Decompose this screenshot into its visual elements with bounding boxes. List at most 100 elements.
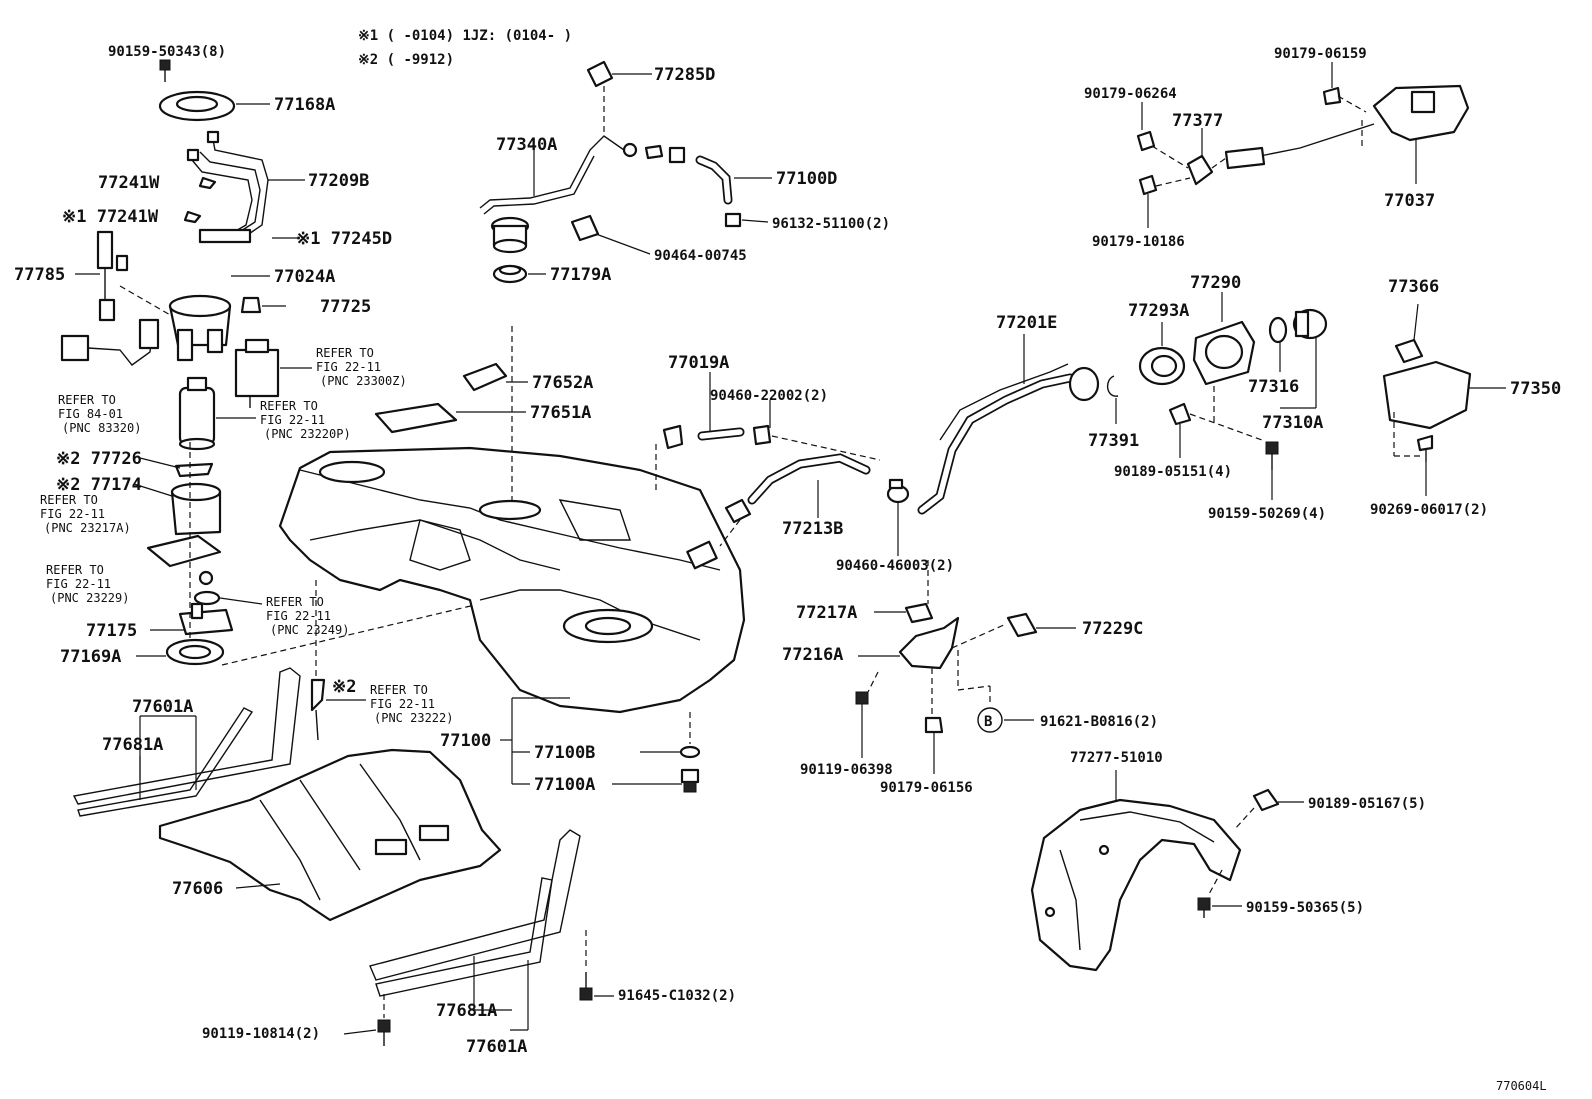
- svg-text:REFER TO: REFER TO: [316, 346, 374, 360]
- label-77100A: 77100A: [534, 775, 595, 795]
- svg-text:REFER TO: REFER TO: [40, 493, 98, 507]
- label-77209B: 77209B: [308, 171, 369, 191]
- label-90189-05167: 90189-05167(5): [1308, 796, 1426, 812]
- clip-77241W-1: [183, 210, 202, 224]
- clip-90189-05167: [1252, 788, 1280, 812]
- grommet-77725: [240, 296, 262, 314]
- svg-text:FIG 22-11: FIG 22-11: [266, 609, 331, 623]
- screw-90159-50365: [1197, 869, 1223, 918]
- clip-vent: [644, 144, 664, 160]
- pipe-assembly-77209B: [186, 130, 269, 244]
- sender-arm-23222: [310, 678, 326, 741]
- refer-note-83320: REFER TO FIG 84-01 (PNC 83320): [58, 393, 141, 435]
- pump-bracket-77024A: [168, 294, 232, 362]
- bolt-90179-10186: [1138, 174, 1158, 196]
- hose-77019A: [697, 427, 745, 441]
- bolt-91645-C1032: [579, 930, 593, 1001]
- nut-90179-06264: [1136, 130, 1156, 152]
- svg-text:FIG 84-01: FIG 84-01: [58, 407, 123, 421]
- label-77606: 77606: [172, 879, 223, 899]
- screw-90159-50269: [1265, 441, 1279, 470]
- part-23249: [193, 590, 221, 606]
- label-77174: ※2 77174: [56, 475, 142, 495]
- bracket-77216A: [898, 616, 960, 670]
- label-77310A: 77310A: [1262, 413, 1323, 433]
- svg-text:FIG 22-11: FIG 22-11: [40, 507, 105, 521]
- label-77601A-top: 77601A: [132, 697, 193, 717]
- clip-77241W: [198, 176, 217, 190]
- nut-90179-06156: [924, 668, 944, 734]
- label-77277-51010: 77277-51010: [1070, 750, 1163, 766]
- valve-90464-00745: [570, 214, 600, 242]
- ring-77391: [1107, 375, 1119, 397]
- pad-77651A: [374, 402, 458, 434]
- label-77681A-top: 77681A: [102, 735, 163, 755]
- sender-gauge-77785: [96, 230, 129, 322]
- label-77019A: 77019A: [668, 353, 729, 373]
- bolt-90119-06398: [855, 671, 879, 705]
- refer-note-23220P: REFER TO FIG 22-11 (PNC 23220P): [260, 399, 351, 441]
- label-90159-50269: 90159-50269(4): [1208, 506, 1326, 522]
- clamp-77213B: [724, 498, 752, 524]
- clip-77229C: [1006, 612, 1038, 638]
- vent-tube-77340A: [479, 135, 638, 215]
- label-77293A: 77293A: [1128, 301, 1189, 321]
- label-77100D: 77100D: [776, 169, 837, 189]
- label-90179-06159: 90179-06159: [1274, 46, 1367, 62]
- ring-77168A: [158, 90, 236, 122]
- clamp-90460-22002: [752, 424, 772, 446]
- svg-text:(PNC 83320): (PNC 83320): [62, 421, 141, 435]
- svg-text:FIG 22-11: FIG 22-11: [316, 360, 381, 374]
- label-77285D: 77285D: [654, 65, 715, 85]
- label-90119-10814: 90119-10814(2): [202, 1026, 320, 1042]
- svg-text:REFER TO: REFER TO: [58, 393, 116, 407]
- marker-b: [977, 707, 1003, 733]
- vent-cap: [490, 216, 530, 254]
- bracket-77377: [1186, 154, 1214, 186]
- opener-77037: [1224, 84, 1470, 170]
- label-77601A-bottom: 77601A: [466, 1037, 527, 1057]
- svg-text:FIG 22-11: FIG 22-11: [370, 697, 435, 711]
- svg-text:(PNC 23300Z): (PNC 23300Z): [320, 374, 407, 388]
- drain-plug-77100A: [680, 768, 700, 793]
- label-77241W-1: ※1 77241W: [62, 207, 159, 227]
- label-77217A: 77217A: [796, 603, 857, 623]
- label-77350: 77350: [1510, 379, 1561, 399]
- svg-text:REFER TO: REFER TO: [260, 399, 318, 413]
- label-77681A-bottom: 77681A: [436, 1001, 497, 1021]
- label-90179-10186: 90179-10186: [1092, 234, 1185, 250]
- grommet-77179A: [492, 264, 528, 284]
- legend-note-2: ※2 ( -9912): [358, 52, 454, 68]
- strap-77601A-bottom: [369, 829, 581, 997]
- refer-note-23222: REFER TO FIG 22-11 (PNC 23222): [370, 683, 453, 725]
- label-77168A: 77168A: [274, 95, 335, 115]
- svg-text:(PNC 23220P): (PNC 23220P): [264, 427, 351, 441]
- svg-text:(PNC 23229): (PNC 23229): [50, 591, 129, 605]
- clamp-90460-46003: [886, 478, 910, 504]
- label-77245D: ※1 77245D: [296, 229, 392, 249]
- label-note-2-marker: ※2: [332, 677, 356, 697]
- pad-77652A: [462, 362, 508, 392]
- strap-77601A-top: [72, 667, 301, 817]
- label-77391: 77391: [1088, 431, 1139, 451]
- nut-90179-06159: [1322, 86, 1342, 106]
- bolt-90159-50343: [159, 59, 171, 82]
- label-90179-06264: 90179-06264: [1084, 86, 1177, 102]
- label-90159-50343: 90159-50343(8): [108, 44, 226, 60]
- refer-note-23300Z: REFER TO FIG 22-11 (PNC 23300Z): [316, 346, 407, 388]
- part-77293A: [1138, 346, 1186, 386]
- label-77201E: 77201E: [996, 313, 1057, 333]
- label-77340A: 77340A: [496, 135, 557, 155]
- clip-77726: [174, 462, 214, 478]
- label-77169A: 77169A: [60, 647, 121, 667]
- svg-text:FIG 22-11: FIG 22-11: [260, 413, 325, 427]
- label-77785: 77785: [14, 265, 65, 285]
- hose-77213B: [747, 453, 871, 505]
- label-90460-22002: 90460-22002(2): [710, 388, 828, 404]
- fuel-pump: [178, 376, 216, 451]
- seal-77316: [1268, 316, 1288, 344]
- clip-90189-05151: [1168, 402, 1192, 426]
- label-96132-51100: 96132-51100(2): [772, 216, 890, 232]
- svg-text:REFER TO: REFER TO: [46, 563, 104, 577]
- label-90119-06398: 90119-06398: [800, 762, 893, 778]
